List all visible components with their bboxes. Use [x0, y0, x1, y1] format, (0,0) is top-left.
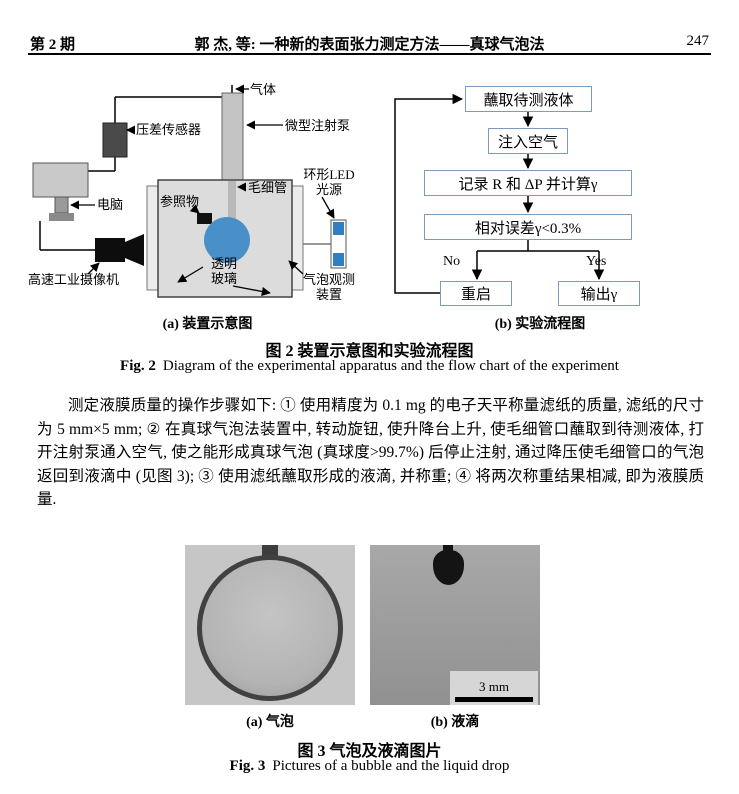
label-gas: 气体 [250, 82, 277, 97]
label-observer: 气泡观测 装置 [302, 272, 355, 302]
header-rule [28, 53, 711, 55]
fig2a-caption: (a) 装置示意图 [162, 317, 253, 332]
flow-step-restart: 重启 [440, 281, 512, 306]
figure2-caption-cn: 图 2 装置示意图和实验流程图 [265, 343, 474, 360]
bubble [204, 217, 250, 263]
capillary-tube [228, 181, 236, 219]
figure-3: 3 mm (a) 气泡 (b) 液滴 [0, 543, 739, 779]
computer-base [49, 213, 74, 221]
figure2-caption-en-text: Diagram of the experimental apparatus an… [162, 358, 619, 374]
scale-label: 3 mm [479, 679, 509, 694]
flow-step-error-check: 相对误差γ<0.3% [424, 214, 632, 240]
label-pressure-sensor: 压差传感器 [136, 122, 202, 137]
fig2b-caption: (b) 实验流程图 [494, 317, 586, 332]
flow-step-output: 输出γ [558, 281, 640, 306]
droplet-photo: 3 mm [370, 545, 540, 705]
fig3b-caption: (b) 液滴 [430, 715, 480, 730]
pressure-sensor-box [102, 122, 128, 158]
figure3-caption-en: Fig. 3 Pictures of a bubble and the liqui… [0, 758, 739, 775]
figure2-caption-en-label: Fig. 2 [120, 358, 156, 374]
reference-object [197, 213, 212, 224]
flow-step-inject-air: 注入空气 [488, 128, 568, 154]
figure3-caption-cn: 图 3 气泡及液滴图片 [297, 743, 442, 760]
bubble-photo [185, 545, 355, 705]
label-syringe-pump: 微型注射泵 [285, 118, 351, 133]
computer-stand [54, 196, 69, 214]
bubble-image [197, 555, 343, 701]
running-title: 郭 杰, 等: 一种新的表面张力测定方法——真球气泡法 [194, 37, 545, 53]
body-paragraph: 测定液膜质量的操作步骤如下: ① 使用精度为 0.1 mg 的电子天平称量滤纸的… [37, 397, 704, 508]
scale-bar-box: 3 mm [450, 671, 538, 705]
droplet-blob [433, 550, 464, 585]
flow-step-dip-liquid: 蘸取待测液体 [465, 86, 592, 112]
computer-monitor [32, 162, 89, 198]
label-capillary: 毛细管 [248, 180, 288, 195]
label-computer: 电脑 [97, 197, 124, 212]
figure2-diagram-graphics [32, 84, 605, 298]
flow-feedback-line [394, 93, 464, 294]
scale-bar [455, 697, 533, 702]
syringe-pump-body [221, 92, 244, 182]
figure3-caption-en-label: Fig. 3 [229, 758, 266, 774]
chamber-left-wall [146, 185, 159, 291]
camera-icon [95, 238, 125, 262]
fig3a-caption: (a) 气泡 [246, 715, 294, 730]
flow-branch-no: No [443, 254, 461, 269]
camera-lens [125, 234, 144, 266]
label-led-source: 环形LED 光源 [303, 167, 355, 197]
figure2-caption-en: Fig. 2 Diagram of the experimental appara… [0, 358, 739, 375]
page-number: 247 [686, 33, 710, 49]
label-reference: 参照物 [160, 194, 200, 209]
label-glass: 透明 玻璃 [210, 256, 237, 286]
figure-2: 气体 微型注射泵 压差传感器 毛细管 环形LED 光源 电脑 参照物 透明 玻璃… [0, 80, 739, 340]
label-camera: 高速工业摄像机 [28, 272, 120, 287]
figure3-caption-en-text: Pictures of a bubble and the liquid drop [272, 758, 510, 774]
journal-issue: 第 2 期 [30, 37, 76, 53]
flow-branch-yes: Yes [586, 254, 607, 269]
flow-step-record: 记录 R 和 ΔP 并计算γ [424, 170, 632, 196]
